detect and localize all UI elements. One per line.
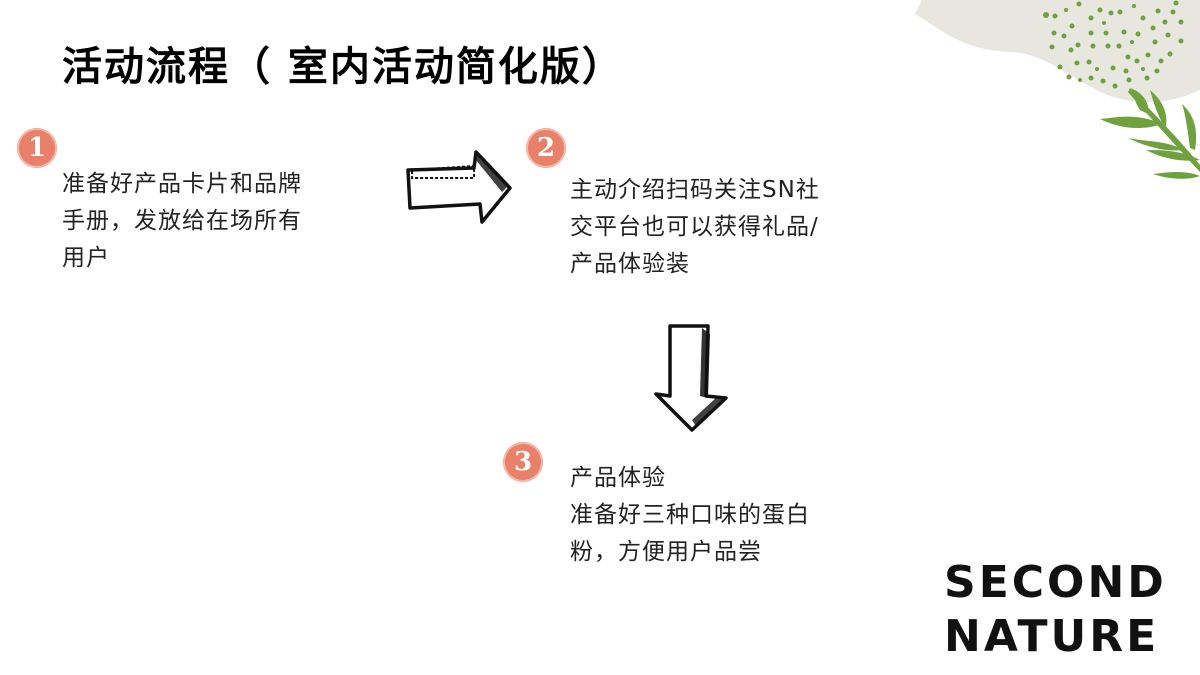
step-2-badge-icon: 2 <box>526 128 566 168</box>
step-2-text: 主动介绍扫码关注SN社 交平台也可以获得礼品/ 产品体验装 <box>570 172 820 283</box>
leaf-decoration-icon <box>915 0 1200 179</box>
step-1-text: 准备好产品卡片和品牌 手册，发放给在场所有 用户 <box>62 166 302 277</box>
step-1-line: 准备好产品卡片和品牌 <box>62 171 302 197</box>
step-3-text: 产品体验 准备好三种口味的蛋白 粉，方便用户品尝 <box>570 460 810 571</box>
step-1-line: 用户 <box>62 245 110 271</box>
logo-line-2: NATURE <box>944 611 1160 662</box>
step-1-badge-icon: 1 <box>17 128 57 168</box>
hand-drawn-arrow-down-icon <box>654 324 728 432</box>
step-3-line: 粉，方便用户品尝 <box>570 539 762 565</box>
step-2-line: 产品体验装 <box>570 251 690 277</box>
slide-title: 活动流程（ 室内活动简化版） <box>62 44 624 90</box>
logo-line-1: SECOND <box>944 557 1167 608</box>
step-2-line: 交平台也可以获得礼品/ <box>570 214 819 240</box>
step-3-line: 产品体验 <box>570 465 666 491</box>
step-2-line: 主动介绍扫码关注SN社 <box>570 177 820 203</box>
hand-drawn-arrow-right-icon <box>406 150 512 224</box>
step-3-line: 准备好三种口味的蛋白 <box>570 502 810 528</box>
step-3-badge-icon: 3 <box>503 442 543 482</box>
second-nature-logo: SECOND NATURE <box>944 556 1167 664</box>
step-1-line: 手册，发放给在场所有 <box>62 208 302 234</box>
